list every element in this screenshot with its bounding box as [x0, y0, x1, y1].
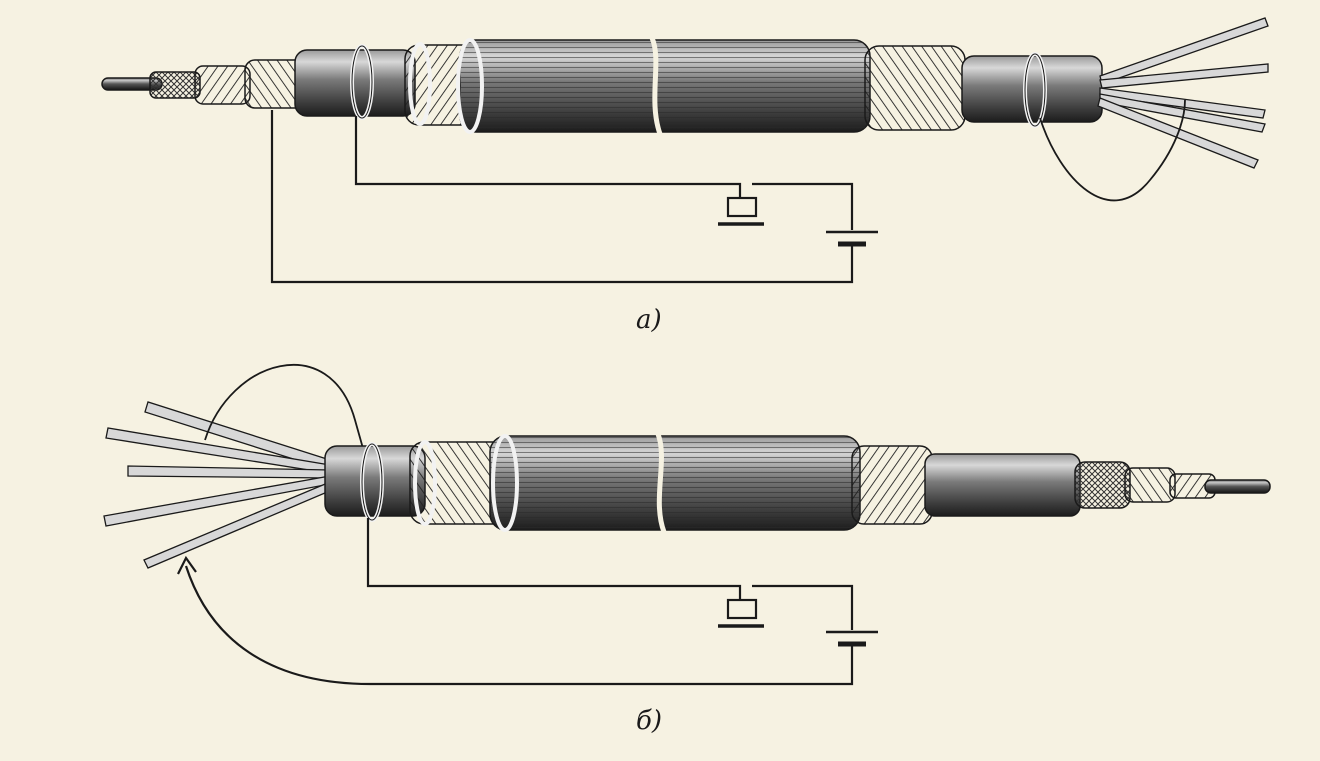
- circuit-b-wire-inner: [366, 518, 742, 600]
- circuit-b-key: [726, 598, 758, 620]
- cable-b-conductor: [1204, 479, 1271, 494]
- cable-a: [101, 17, 1269, 284]
- circuit-a-key: [726, 196, 758, 218]
- cable-b: [103, 364, 1271, 686]
- cable-b-lead-sheath-right: [924, 453, 1081, 517]
- circuit-b: [177, 518, 878, 686]
- cable-a-layer-1: [149, 71, 201, 99]
- cable-b-break-mark: [655, 433, 667, 533]
- cable-a-fanned-cores: [1097, 17, 1269, 169]
- circuit-a-wire-outer: [270, 110, 854, 284]
- cable-a-break-mark: [649, 36, 663, 135]
- circuit-b-arrowhead: [177, 555, 197, 575]
- cable-a-lead-sheath-right: [961, 55, 1103, 123]
- cable-b-layer-3: [1074, 461, 1131, 509]
- cable-b-layer-2: [1124, 467, 1176, 503]
- cable-a-loop-wire: [1039, 99, 1186, 202]
- circuit-a: [270, 110, 878, 284]
- circuit-a-wire-inner: [354, 116, 742, 198]
- cable-a-armor-right: [864, 45, 966, 131]
- cable-b-fanned-cores: [103, 401, 333, 569]
- cable-a-layer-2: [194, 65, 251, 105]
- circuit-b-wire-outer: [184, 565, 371, 686]
- cable-b-armor-right: [851, 445, 933, 525]
- caption-b: б): [636, 706, 663, 736]
- caption-a: а): [636, 305, 662, 335]
